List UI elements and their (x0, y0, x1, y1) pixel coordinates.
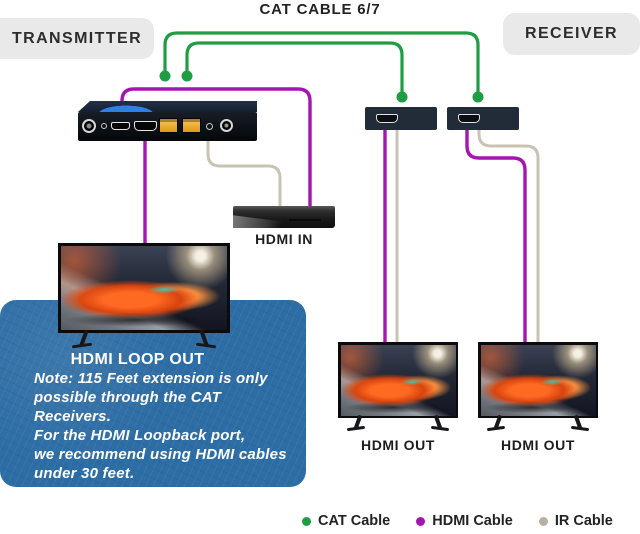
transmitter-front-panel (78, 112, 257, 141)
legend-label-ir: IR Cable (554, 513, 613, 529)
ir-cable-dot-icon (538, 516, 548, 526)
cat-output-port-2 (182, 118, 201, 133)
hdmi-loop-out-label: HDMI LOOP OUT (70, 351, 205, 368)
receiver-device-1 (365, 107, 437, 130)
tv-screen (478, 342, 598, 418)
tv-output-2 (478, 342, 598, 432)
tv-foot (430, 425, 450, 432)
media-player-disc-slot (289, 219, 321, 221)
hdmi-in-label: HDMI IN (255, 231, 313, 247)
hdmi-cable-source (120, 87, 312, 210)
transmitter-top-panel (78, 101, 257, 112)
hdmi-cable-receiver-2 (465, 125, 527, 346)
receiver-device-2 (447, 107, 519, 130)
hdmi-out-label-2: HDMI OUT (500, 437, 575, 453)
ir-port (206, 123, 213, 130)
receiver-label-pill: RECEIVER (503, 13, 640, 55)
tv-output-1 (338, 342, 458, 432)
legend-label-cat: CAT Cable (318, 513, 391, 529)
cat-connector-dot (181, 70, 193, 82)
tv-foot (570, 425, 590, 432)
tv-foot (486, 425, 506, 432)
tv-foot (346, 425, 366, 432)
receiver-label: RECEIVER (525, 25, 618, 42)
ir-cable-source (206, 135, 282, 210)
dc-power-port (220, 119, 233, 132)
hdmi-out-label-1: HDMI OUT (360, 437, 435, 453)
audio-out-port (82, 119, 96, 133)
note-text: Note: 115 Feet extension is only possibl… (34, 370, 287, 483)
race-car-image (61, 246, 227, 330)
media-player (233, 206, 335, 228)
cat-cable-2 (185, 41, 404, 97)
ir-cable-receiver-2 (477, 125, 540, 346)
cat-connector-dot (396, 91, 408, 103)
tv-loop-out (58, 243, 230, 349)
tv-foot (195, 342, 217, 349)
cat-connector-dot (159, 70, 171, 82)
hdmi-out-port-2 (458, 114, 480, 123)
race-car-image (340, 344, 456, 416)
legend-item-cat: CAT Cable (302, 513, 390, 529)
tv-screen (338, 342, 458, 418)
ir-window (101, 123, 107, 129)
cat-output-port-1 (159, 118, 178, 133)
transmitter-label: TRANSMITTER (11, 29, 143, 47)
legend-label-hdmi: HDMI Cable (432, 513, 513, 529)
hdmi-loop-port (134, 121, 157, 131)
cat-cable-dot-icon (302, 516, 311, 526)
hdmi-cable-dot-icon (416, 516, 426, 526)
cat-cable-1 (163, 31, 480, 97)
transmitter-device (78, 101, 257, 141)
diagram-title: CAT CABLE 6/7 (259, 1, 381, 18)
hdmi-input-port (111, 122, 130, 130)
race-car-image (480, 344, 596, 416)
tv-foot (71, 342, 93, 349)
legend-item-ir: IR Cable (538, 513, 613, 529)
cat-connector-dot (472, 91, 484, 103)
hdmi-out-port-1 (376, 114, 398, 123)
legend: CAT Cable HDMI Cable IR Cable (302, 513, 613, 529)
media-player-accent (233, 215, 281, 228)
transmitter-label-pill: TRANSMITTER (0, 18, 154, 59)
legend-item-hdmi: HDMI Cable (416, 513, 513, 529)
tv-screen (58, 243, 230, 333)
